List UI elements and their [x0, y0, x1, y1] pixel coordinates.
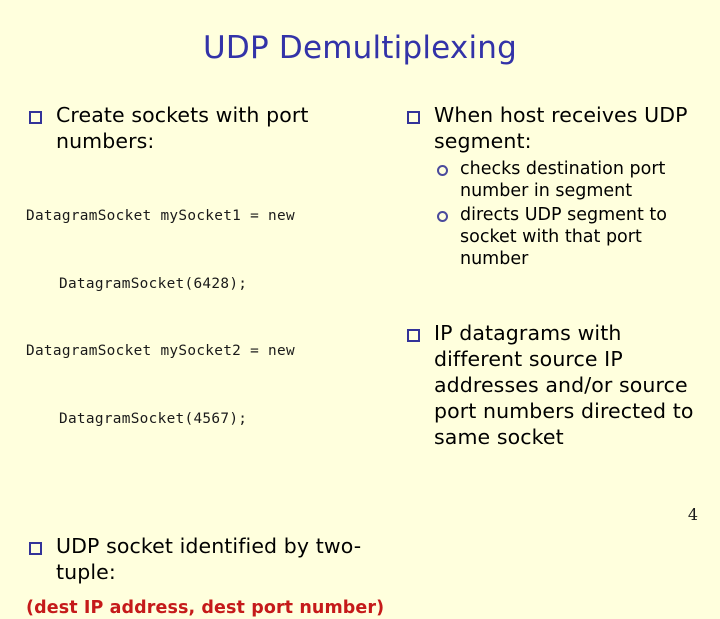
square-bullet-icon: [29, 111, 42, 124]
code-line: DatagramSocket mySocket1 = new: [26, 208, 295, 224]
code-block-socket-creation: DatagramSocket mySocket1 = new DatagramS…: [26, 160, 386, 475]
bullet-create-sockets-label: Create sockets with port numbers:: [56, 103, 309, 153]
circle-bullet-icon: [437, 165, 448, 176]
bullet-udp-socket-two-tuple-label: UDP socket identified by two-tuple:: [56, 534, 362, 584]
sub-bullet-checks-destination-port: checks destination port number in segmen…: [434, 158, 704, 202]
square-bullet-icon: [407, 111, 420, 124]
page-number: 4: [687, 505, 698, 524]
two-tuple-note: (dest IP address, dest port number): [26, 598, 385, 618]
page-title: UDP Demultiplexing: [203, 30, 517, 66]
left-content-column: Create sockets with port numbers: Datagr…: [26, 102, 386, 619]
bullet-create-sockets: Create sockets with port numbers:: [26, 102, 386, 154]
sub-bullet-label: directs UDP segment to socket with that …: [460, 205, 668, 269]
circle-bullet-icon: [437, 211, 448, 222]
bullet-when-host-receives: When host receives UDP segment:: [404, 102, 704, 154]
sub-bullet-list: checks destination port number in segmen…: [404, 158, 704, 270]
square-bullet-icon: [407, 329, 420, 342]
square-bullet-icon: [29, 542, 42, 555]
bullet-ip-datagrams-label: IP datagrams with different source IP ad…: [434, 321, 694, 449]
right-content-column: When host receives UDP segment: checks d…: [404, 102, 704, 450]
slide-canvas: UDP Demultiplexing Create sockets with p…: [26, 30, 704, 618]
bullet-ip-datagrams: IP datagrams with different source IP ad…: [404, 320, 704, 450]
bullet-udp-socket-two-tuple: UDP socket identified by two-tuple:: [26, 533, 386, 585]
code-line: DatagramSocket(4567);: [59, 410, 248, 427]
sub-bullet-label: checks destination port number in segmen…: [460, 159, 666, 201]
spacer: [26, 475, 386, 533]
sub-bullet-directs-udp-segment: directs UDP segment to socket with that …: [434, 204, 704, 270]
spacer: [404, 272, 704, 320]
code-line: DatagramSocket mySocket2 = new: [26, 343, 295, 359]
code-line: DatagramSocket(6428);: [59, 275, 248, 292]
bullet-when-host-receives-label: When host receives UDP segment:: [434, 103, 688, 153]
